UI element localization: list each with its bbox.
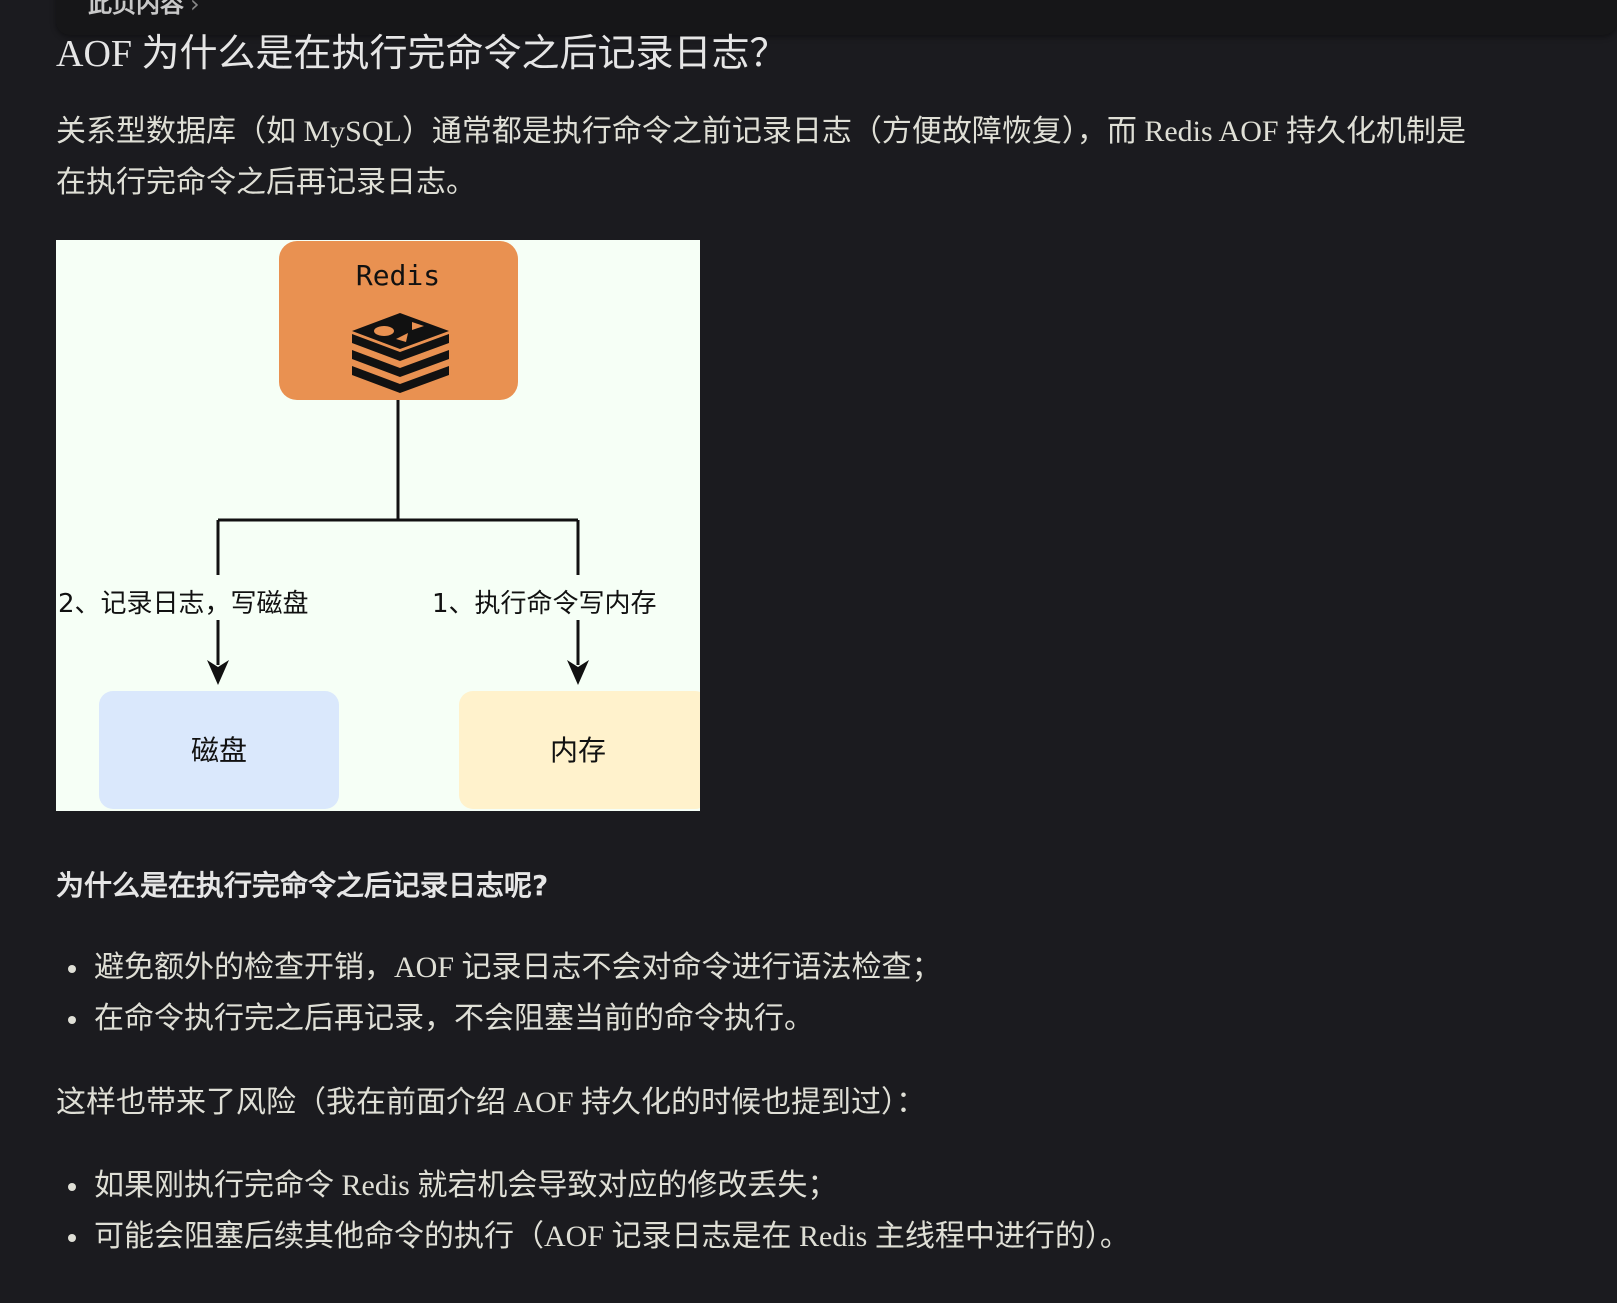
list-item: 避免额外的检查开销，AOF 记录日志不会对命令进行语法检查； [56, 942, 942, 993]
arrow-down-icon [567, 660, 589, 685]
arrow-down-icon [207, 660, 229, 685]
memory-box [459, 691, 700, 809]
outline-label: 此页内容 [88, 0, 184, 18]
reasons-list: 避免额外的检查开销，AOF 记录日志不会对命令进行语法检查； 在命令执行完之后再… [56, 942, 942, 1044]
redis-label: Redis [356, 259, 440, 292]
edge-label-right: 1、执行命令写内存 [432, 589, 657, 619]
section-heading: AOF 为什么是在执行完命令之后记录日志？ [56, 33, 788, 75]
intro-line-2: 在执行完命令之后再记录日志。 [56, 166, 476, 199]
subheading: 为什么是在执行完命令之后记录日志呢? [56, 869, 549, 902]
list-item: 可能会阻塞后续其他命令的执行（AOF 记录日志是在 Redis 主线程中进行的）… [56, 1211, 1130, 1262]
aof-diagram: Redis 2、记录日志，写磁盘 1、执行命令写内存 磁盘 内存 [56, 240, 700, 811]
connector-lines [216, 400, 580, 665]
risks-list: 如果刚执行完命令 Redis 就宕机会导致对应的修改丢失； 可能会阻塞后续其他命… [56, 1160, 1130, 1262]
chevron-right-icon: › [190, 0, 200, 18]
edge-label-left: 2、记录日志，写磁盘 [58, 589, 309, 619]
list-item: 在命令执行完之后再记录，不会阻塞当前的命令执行。 [56, 993, 942, 1044]
redis-logo-icon [352, 313, 449, 393]
memory-label: 内存 [550, 734, 606, 767]
list-item: 如果刚执行完命令 Redis 就宕机会导致对应的修改丢失； [56, 1160, 1130, 1211]
risk-intro: 这样也带来了风险（我在前面介绍 AOF 持久化的时候也提到过）： [56, 1086, 927, 1119]
outline-toggle[interactable]: 此页内容 › [88, 0, 200, 19]
disk-label: 磁盘 [191, 734, 247, 767]
outline-bar[interactable]: 此页内容 › [56, 0, 1617, 35]
intro-line-1: 关系型数据库（如 MySQL）通常都是执行命令之前记录日志（方便故障恢复），而 … [56, 115, 1467, 148]
disk-box [99, 691, 339, 809]
